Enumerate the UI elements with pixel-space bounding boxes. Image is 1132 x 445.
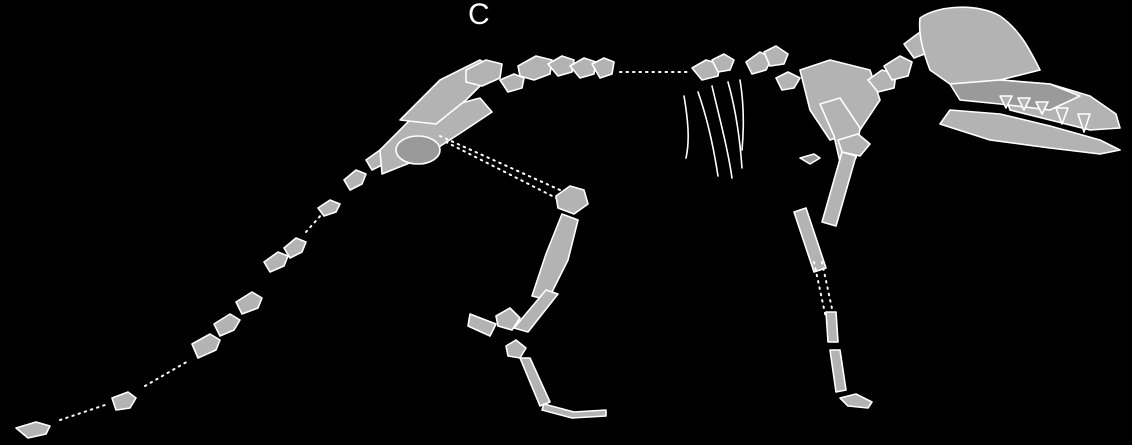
femur: [532, 214, 578, 300]
pelvis-dotted-outline-2: [446, 142, 560, 200]
tail-vertebra-d: [236, 292, 262, 314]
hind-toe: [542, 404, 606, 418]
cranium: [920, 7, 1040, 84]
upper-jaw: [950, 80, 1080, 110]
skull: [920, 7, 1120, 154]
ankle-bone: [506, 340, 526, 358]
sternum-fragment: [800, 154, 820, 164]
tail-vertebra-c: [214, 314, 240, 336]
rib-5: [740, 80, 743, 150]
acetabulum: [396, 136, 440, 164]
tail-gap-dots: [60, 404, 108, 420]
cervical-vertebra-3: [776, 72, 800, 90]
hind-limb: [468, 186, 606, 418]
fore-limb: [794, 98, 872, 408]
metacarpal: [830, 350, 846, 392]
tail-vertebra-h: [344, 170, 366, 190]
tail-vertebrae: [16, 150, 390, 438]
rib-1: [684, 96, 688, 158]
tail-vertebra-f: [284, 238, 306, 258]
fibula: [468, 314, 496, 336]
tail-tip-vertebra: [16, 422, 50, 438]
tail-vertebra-a: [112, 392, 136, 410]
fore-toe: [840, 394, 872, 408]
tail-gap-dots-3: [306, 214, 322, 232]
rib-3: [712, 86, 732, 178]
rib-4: [728, 82, 742, 168]
tail-vertebra-b: [192, 334, 220, 358]
dorsal-vertebra-3: [518, 56, 552, 80]
rib-2: [698, 92, 718, 176]
dorsal-vertebrae: [466, 54, 734, 92]
tail-gap-dots-2: [145, 360, 190, 386]
wrist: [826, 312, 838, 342]
forearm-dotted-outline-2: [822, 262, 834, 318]
pelvis-dotted-outline: [440, 136, 560, 190]
metatarsal: [520, 358, 550, 406]
radius: [822, 152, 856, 226]
ribs: [684, 80, 743, 178]
tail-vertebra-e: [264, 252, 288, 272]
tail-vertebra-g: [318, 200, 340, 216]
